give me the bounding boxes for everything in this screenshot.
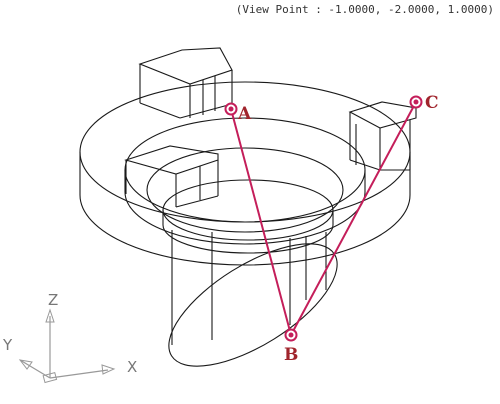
y-arrow-icon: [18, 359, 33, 370]
line-b-c: [290, 101, 417, 336]
x-axis-label: X: [127, 358, 137, 376]
block-right: [348, 101, 417, 171]
point-c-label: C: [425, 93, 439, 113]
measurement-lines: [230, 101, 417, 336]
y-axis-label: Y: [2, 336, 13, 354]
line-a-b: [230, 108, 292, 336]
z-axis-label: Z: [48, 291, 58, 309]
point-c[interactable]: C: [409, 93, 439, 113]
ucs-axis-icon: Z Y X: [2, 291, 137, 384]
middle-ring: [124, 117, 366, 245]
viewpoint-readout: (View Point : -1.0000, -2.0000, 1.0000): [235, 3, 494, 16]
z-arrow-icon: [45, 308, 55, 323]
point-b[interactable]: B: [284, 328, 298, 366]
block-upper-left: [138, 47, 233, 119]
point-a-label: A: [237, 104, 252, 124]
point-b-label: B: [284, 345, 298, 365]
stem-cylinder: [168, 230, 338, 367]
block-middle-left: [124, 145, 219, 208]
x-arrow-icon: [101, 364, 116, 375]
point-a[interactable]: A: [224, 102, 253, 125]
